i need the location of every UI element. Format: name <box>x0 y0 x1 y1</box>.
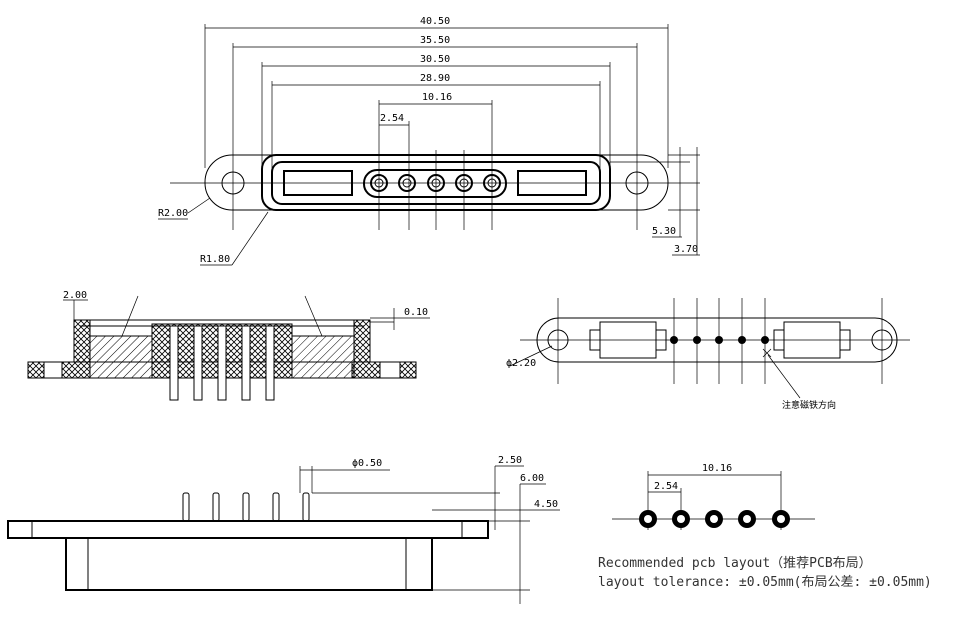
body-outline <box>261 154 611 211</box>
radius-r2-00: R2.00 <box>158 208 188 219</box>
pcb-layout-caption: Recommended pcb layout（推荐PCB布局） <box>598 556 872 571</box>
dim-4-50: 4.50 <box>534 499 558 510</box>
pcb-tolerance-caption: layout tolerance: ±0.05mm(布局公差: ±0.05mm) <box>598 575 932 590</box>
pcb-span-10-16: 10.16 <box>702 463 732 474</box>
height-3-70: 3.70 <box>674 244 698 255</box>
bottom-outline <box>536 317 898 363</box>
dim-2-50: 2.50 <box>498 455 522 466</box>
top-pins <box>370 174 501 192</box>
pcb-layout: 10.16 2.54 Recommended pcb layout（推荐PCB布… <box>598 463 932 590</box>
body-inner <box>271 161 601 205</box>
radius-r1-80: R1.80 <box>200 254 230 265</box>
dim-28-90: 28.90 <box>420 73 450 84</box>
bottom-pins <box>670 336 769 344</box>
side-body <box>65 537 433 591</box>
side-pins <box>182 492 310 522</box>
dim-6-00: 6.00 <box>520 473 544 484</box>
magnet-left <box>283 170 353 196</box>
hole-diameter-2-20: ϕ2.20 <box>506 358 536 369</box>
dim-10-16: 10.16 <box>422 92 452 103</box>
section-pins <box>169 325 275 401</box>
section-view: 2.00 0.10 <box>27 290 430 401</box>
height-dims <box>610 147 700 256</box>
r1-leader <box>231 211 269 266</box>
magnet-right <box>517 170 587 196</box>
r2-leader <box>187 197 211 214</box>
pcb-pitch-2-54: 2.54 <box>654 481 678 492</box>
height-5-30: 5.30 <box>652 226 676 237</box>
dim-30-50: 30.50 <box>420 54 450 65</box>
pin-diameter-0-50: ϕ0.50 <box>352 458 382 469</box>
mount-hole-right <box>625 171 649 195</box>
side-flange <box>7 520 489 539</box>
pin-island <box>363 169 507 198</box>
bottom-view: 注意磁铁方向 ϕ2.20 <box>506 298 910 411</box>
dim-2-54: 2.54 <box>380 113 404 124</box>
dim-40-50: 40.50 <box>420 16 450 27</box>
magnet-direction-note: 注意磁铁方向 <box>782 399 836 411</box>
dim-35-50: 35.50 <box>420 35 450 46</box>
top-view: 40.50 35.50 30.50 28.90 10.16 2.54 R2.00… <box>158 16 700 266</box>
section-dim-0-10: 0.10 <box>404 307 428 318</box>
section-dim-2-00: 2.00 <box>63 290 87 301</box>
mount-hole-left <box>221 171 245 195</box>
pcb-pads <box>639 510 790 528</box>
side-view: ϕ0.50 2.50 6.00 4.50 <box>7 455 560 604</box>
magnet-leader <box>767 354 801 399</box>
